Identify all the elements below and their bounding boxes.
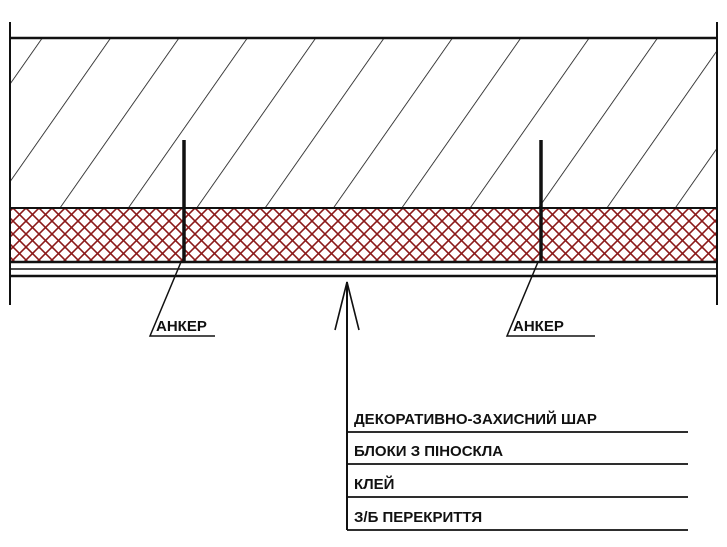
anchor-label: АНКЕР: [156, 318, 207, 335]
concrete-slab: [10, 38, 717, 208]
layer-label: БЛОКИ З ПІНОСКЛА: [354, 443, 503, 460]
anchor-right: АНКЕР: [505, 140, 595, 337]
layer-legend: ДЕКОРАТИВНО-ЗАХИСНИЙ ШАР БЛОКИ З ПІНОСКЛ…: [347, 410, 688, 531]
foam-glass-layer: [10, 209, 717, 261]
layer-callout-arrow: [334, 281, 360, 530]
layer-label: ДЕКОРАТИВНО-ЗАХИСНИЙ ШАР: [354, 410, 597, 428]
anchor-label: АНКЕР: [513, 318, 564, 335]
layer-label: З/Б ПЕРЕКРИТТЯ: [354, 509, 482, 526]
anchor-left: АНКЕР: [148, 140, 215, 337]
layer-label: КЛЕЙ: [354, 475, 394, 493]
